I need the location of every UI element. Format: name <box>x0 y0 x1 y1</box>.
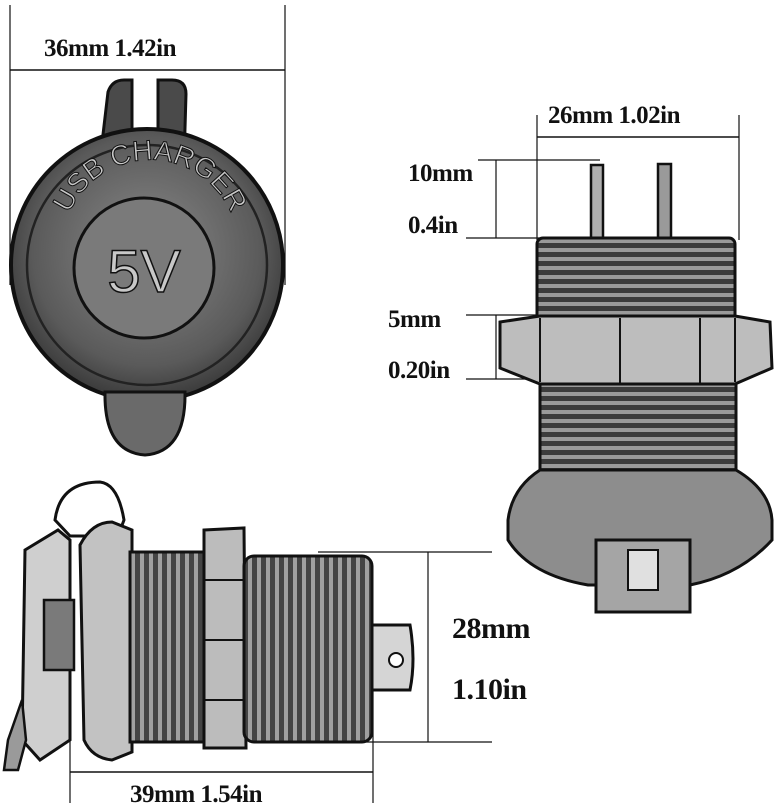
side-width-dim-label: 26mm 1.02in <box>548 102 681 129</box>
cap-inner-ring <box>25 143 269 387</box>
side-pin-right <box>656 162 673 242</box>
side-upper-thread <box>535 236 737 324</box>
profile-view: 28mm 1.10in 39mm 1.54in <box>2 480 531 808</box>
profile-thread-left <box>128 550 208 744</box>
nut-thickness-mm-label: 5mm <box>388 306 441 333</box>
profile-bracket <box>42 598 76 672</box>
pin-height-mm-label: 10mm <box>408 160 473 187</box>
profile-thread-right <box>242 554 374 744</box>
cap-view: 36mm 1.42in USB CHARGER 5V <box>9 5 286 457</box>
side-view: 26mm 1.02in 10mm 0.4in 5mm 0.20in <box>388 102 774 614</box>
side-nut <box>498 314 774 386</box>
profile-diameter-in-label: 1.10in <box>452 673 527 706</box>
profile-cap-handle <box>2 699 28 772</box>
side-pin-left <box>589 163 605 242</box>
profile-nut <box>202 526 248 750</box>
profile-cap-lid <box>53 480 126 538</box>
cap-pull-tab <box>103 390 187 457</box>
pin-height-in-label: 0.4in <box>408 212 458 239</box>
profile-length-dim-label: 39mm 1.54in <box>130 781 263 808</box>
nut-thickness-in-label: 0.20in <box>388 357 450 384</box>
cap-center-boss <box>72 196 216 340</box>
cap-width-dim-label: 36mm 1.42in <box>44 35 177 62</box>
profile-flange <box>78 520 134 762</box>
profile-diameter-mm-label: 28mm <box>452 612 530 645</box>
cap-5v-label: 5V <box>107 238 180 305</box>
side-lower-thread <box>538 382 738 486</box>
